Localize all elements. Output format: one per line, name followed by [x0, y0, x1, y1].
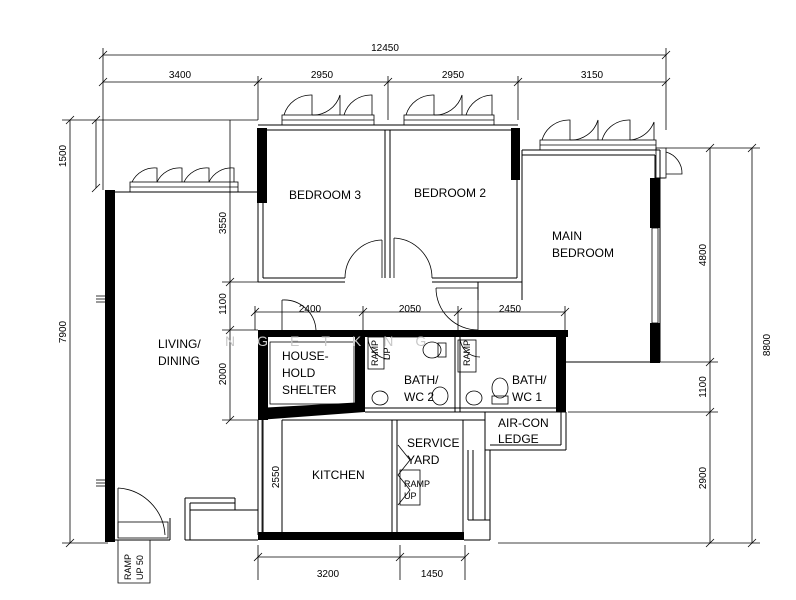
label-yard-line2: YARD — [407, 453, 440, 467]
dim-right-inner-1: 4800 — [698, 243, 709, 266]
label-yard-line1: SERVICE — [407, 436, 459, 450]
label-living-line2: DINING — [158, 354, 200, 368]
windows — [129, 94, 683, 193]
dim-left-inner-2: 1100 — [218, 293, 229, 315]
label-bedroom-3: BEDROOM 3 — [289, 188, 361, 202]
label-shelter-line3: SHELTER — [282, 383, 337, 397]
entrance-ramp — [117, 539, 151, 584]
dim-top-seg-4: 3150 — [581, 70, 604, 81]
label-kitchen: KITCHEN — [312, 468, 365, 482]
dim-kitchen-height: 2550 — [271, 465, 282, 488]
label-ramp-entrance-line1: RAMP — [123, 554, 133, 580]
label-ramp-yard-line2: UP — [404, 491, 417, 501]
label-main-bedroom-line1: MAIN — [552, 229, 582, 243]
label-shelter-line2: HOLD — [282, 366, 316, 380]
dim-left-inner-1: 3550 — [218, 211, 229, 234]
label-ramp-yard-line1: RAMP — [404, 479, 430, 489]
label-ramp-bath-line1: RAMP — [370, 340, 380, 366]
label-main-bedroom-line2: BEDROOM — [552, 246, 614, 260]
dim-mid-seg-1: 2400 — [299, 304, 322, 315]
label-aircon-line2: LEDGE — [498, 432, 539, 446]
label-aircon-line1: AIR-CON — [498, 416, 549, 430]
label-bath-wc2-line2: WC 2 — [404, 390, 434, 404]
dim-right-inner-2: 1100 — [698, 376, 709, 398]
walls — [96, 124, 661, 542]
dim-right-inner-3: 2900 — [698, 466, 709, 489]
label-living-line1: LIVING/ — [158, 337, 201, 351]
dim-bottom-seg-2: 1450 — [421, 569, 444, 580]
dim-left-outer: 7900 — [58, 320, 69, 343]
room-labels: BEDROOM 3 BEDROOM 2 MAIN BEDROOM LIVING/… — [123, 186, 614, 580]
dim-top-seg-3: 2950 — [442, 70, 465, 81]
dim-top-seg-1: 3400 — [169, 70, 192, 81]
fixtures — [367, 336, 509, 506]
dimension-lines — [62, 48, 760, 580]
label-shelter-line1: HOUSE- — [282, 349, 329, 363]
dim-mid-seg-3: 2450 — [499, 304, 522, 315]
label-ramp-entrance-line2: UP 50 — [135, 555, 145, 580]
label-bedroom-2: BEDROOM 2 — [414, 186, 486, 200]
dim-mid-seg-2: 2050 — [399, 304, 422, 315]
label-bath-wc1-line1: BATH/ — [512, 373, 547, 387]
watermark: NGETKNG — [225, 333, 448, 349]
label-bath-wc1-line2: WC 1 — [512, 390, 542, 404]
dim-right-outer: 8800 — [762, 333, 773, 356]
label-ramp-bath1-line1: RAMP — [462, 340, 472, 366]
dim-bottom-seg-1: 3200 — [317, 569, 340, 580]
label-ramp-bath-line2: UP — [382, 347, 392, 360]
dim-top-total: 12450 — [371, 43, 399, 54]
label-bath-wc2-line1: BATH/ — [404, 373, 439, 387]
dim-top-seg-2: 2950 — [311, 70, 334, 81]
dim-left-top: 1500 — [58, 144, 69, 167]
dim-left-inner-3: 2000 — [218, 362, 229, 385]
dimension-labels: 12450 3400 2950 2950 3150 2400 2050 2450… — [58, 43, 773, 580]
